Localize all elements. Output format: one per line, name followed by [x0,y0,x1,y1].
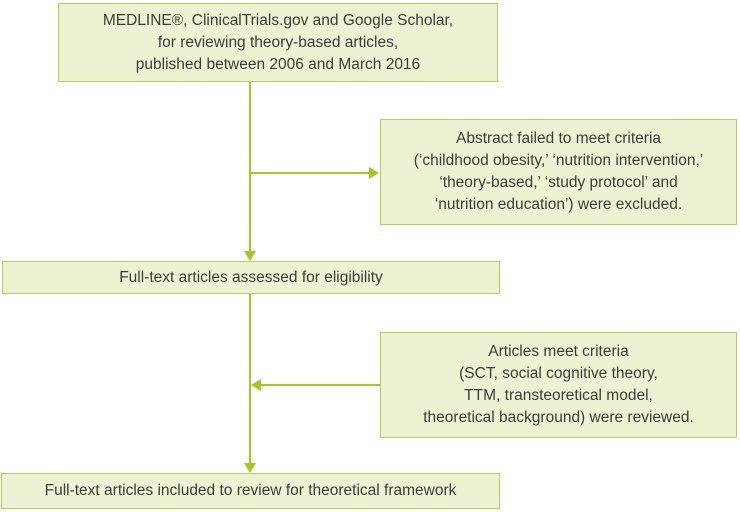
node-text-line: Full-text articles assessed for eligibil… [119,268,383,286]
node-text-line: Articles meet criteria [488,343,629,360]
node-text-line: (SCT, social cognitive theory, [459,365,658,382]
node-text-line: TTM, transteoretical model, [464,387,653,404]
connector-branch-reviewed [261,384,380,386]
arrow-down-icon [244,463,256,473]
node-text-line: ‘theory-based,’ ‘study protocol’ and [439,174,678,191]
connector-branch-excluded [250,172,369,174]
node-text-line: MEDLINE®, ClinicalTrials.gov and Google … [102,11,454,29]
node-text-line: Abstract failed to meet criteria [455,130,662,147]
node-text-line: Full-text articles included to review fo… [44,482,457,499]
node-articles-reviewed: Articles meet criteria (SCT, social cogn… [380,332,737,438]
arrow-down-icon [244,251,256,261]
node-text-line: (‘childhood obesity,’ ‘nutrition interve… [413,152,704,169]
node-fulltext-included: Full-text articles included to review fo… [1,473,500,509]
connector-vertical-bottom [249,294,251,464]
arrow-left-icon [251,379,261,391]
node-text-line: for reviewing theory-based articles, [157,33,399,51]
node-search-sources: MEDLINE®, ClinicalTrials.gov and Google … [58,3,498,82]
node-text-line: published between 2006 and March 2016 [135,55,421,73]
node-text-line: theoretical background) were reviewed. [423,409,694,426]
node-fulltext-eligibility: Full-text articles assessed for eligibil… [2,261,500,294]
arrow-right-icon [369,167,379,179]
connector-vertical-top [249,82,251,252]
node-text-line: ‘nutrition education’) were excluded. [434,196,683,213]
node-abstract-excluded: Abstract failed to meet criteria (‘child… [380,119,737,225]
